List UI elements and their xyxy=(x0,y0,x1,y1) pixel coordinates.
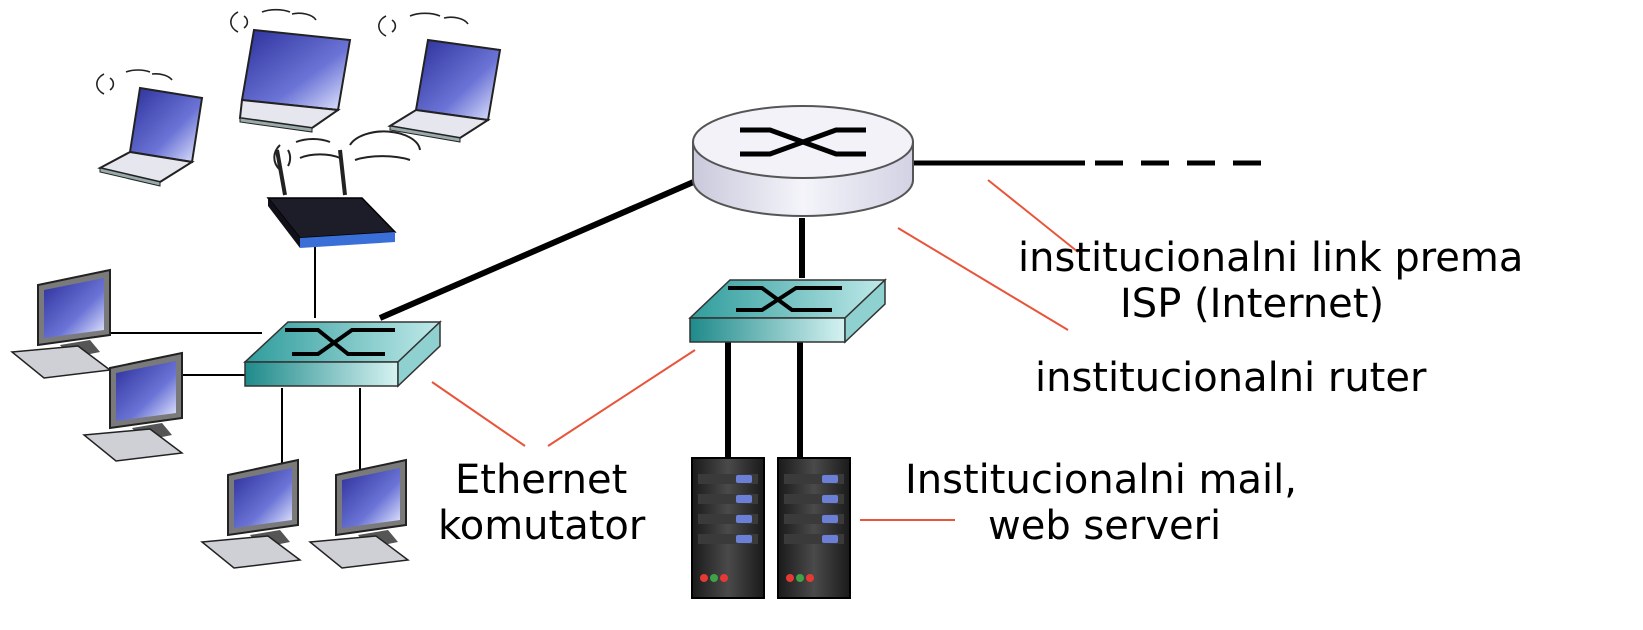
isp-link-label-line1: institucionalni link prema xyxy=(1018,235,1524,281)
leader-lines xyxy=(431,179,1079,521)
server-icon xyxy=(777,457,851,599)
router-label: institucionalni ruter xyxy=(1035,355,1427,401)
laptop-icon xyxy=(230,8,352,133)
desktop-computer-icon xyxy=(308,458,410,569)
switch-leader-line-left xyxy=(431,381,526,447)
isp-link-label-line2: ISP (Internet) xyxy=(1120,281,1385,327)
ethernet-switch-icon xyxy=(688,278,887,344)
links xyxy=(100,160,1278,470)
server-icon xyxy=(691,457,765,599)
switch-to-router-link xyxy=(378,174,707,321)
laptop-icon xyxy=(378,12,502,143)
desktop-computer-icon xyxy=(82,351,184,462)
ethernet-switch-icon xyxy=(243,320,442,388)
switch-label-line1: Ethernet xyxy=(455,457,628,503)
wireless-router-icon xyxy=(266,130,421,248)
isp-leader-line xyxy=(987,179,1079,253)
desktop-computer-icon xyxy=(10,268,112,379)
desktop-computer-icon xyxy=(200,458,302,569)
servers-label-line1: Institucionalni mail, xyxy=(905,457,1297,503)
router-leader-line xyxy=(897,227,1069,331)
router-icon xyxy=(692,105,914,217)
switch-label-line2: komutator xyxy=(438,503,646,549)
switch-leader-line-right xyxy=(547,349,696,447)
servers-label-line2: web serveri xyxy=(988,503,1222,549)
laptop-icon xyxy=(96,69,204,187)
